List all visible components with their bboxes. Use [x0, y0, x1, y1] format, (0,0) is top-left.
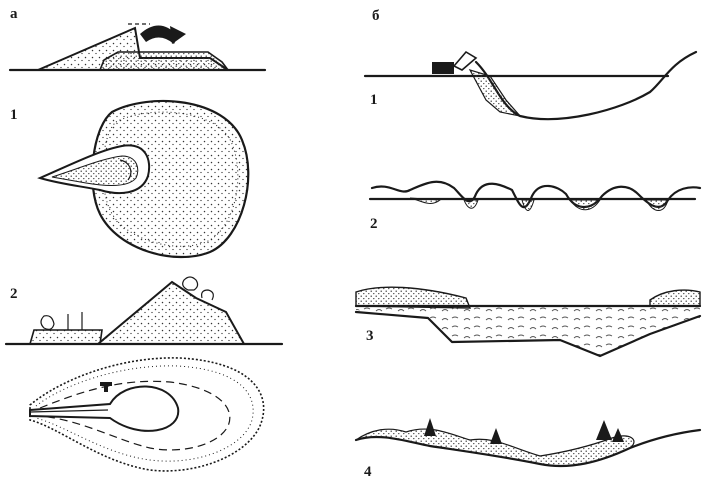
panel-b: б 1 2 3 4 [356, 8, 700, 480]
stage-1-number: 1 [370, 92, 378, 108]
stage-3-pond [356, 287, 700, 356]
stage-3-number: 3 [366, 328, 374, 344]
excavator-boom-icon [454, 52, 476, 70]
scheme-2-number: 2 [10, 286, 18, 302]
scheme-1-number: 1 [10, 107, 18, 123]
tree-icon [596, 420, 612, 440]
stage-2-number: 2 [370, 216, 378, 232]
stage-4-number: 4 [364, 464, 372, 480]
heap-cross-section-2 [6, 277, 282, 344]
panel-b-label: б [372, 8, 380, 24]
vegetated-bank-left [356, 287, 470, 308]
tree-icon [490, 428, 502, 444]
heap-cross-section [10, 24, 265, 70]
tree-icon [202, 290, 214, 300]
flooded-depression [464, 200, 478, 208]
tree-icon [424, 418, 436, 436]
flooded-depression [646, 200, 668, 211]
shrub-icon [41, 316, 54, 330]
water-body [356, 306, 700, 356]
panel-a-label: а [10, 6, 18, 22]
heap-cone [98, 282, 244, 344]
flooded-depression [522, 200, 534, 211]
excavator-icon [432, 62, 454, 74]
panel-a: а 1 2 [6, 6, 282, 471]
stage-2-flooding [370, 182, 700, 211]
heap-plan-1 [40, 101, 248, 257]
tree-icon [612, 428, 624, 442]
stage-4-overgrown [356, 418, 700, 466]
heap-plan-2 [30, 358, 264, 471]
tree-icon [183, 277, 198, 290]
stage-1-excavation [365, 52, 696, 119]
platform [30, 330, 102, 344]
heap-step [100, 52, 228, 70]
vegetated-bank-right [650, 290, 700, 306]
flooded-depression [570, 200, 600, 210]
arrow-head-icon [170, 26, 186, 44]
